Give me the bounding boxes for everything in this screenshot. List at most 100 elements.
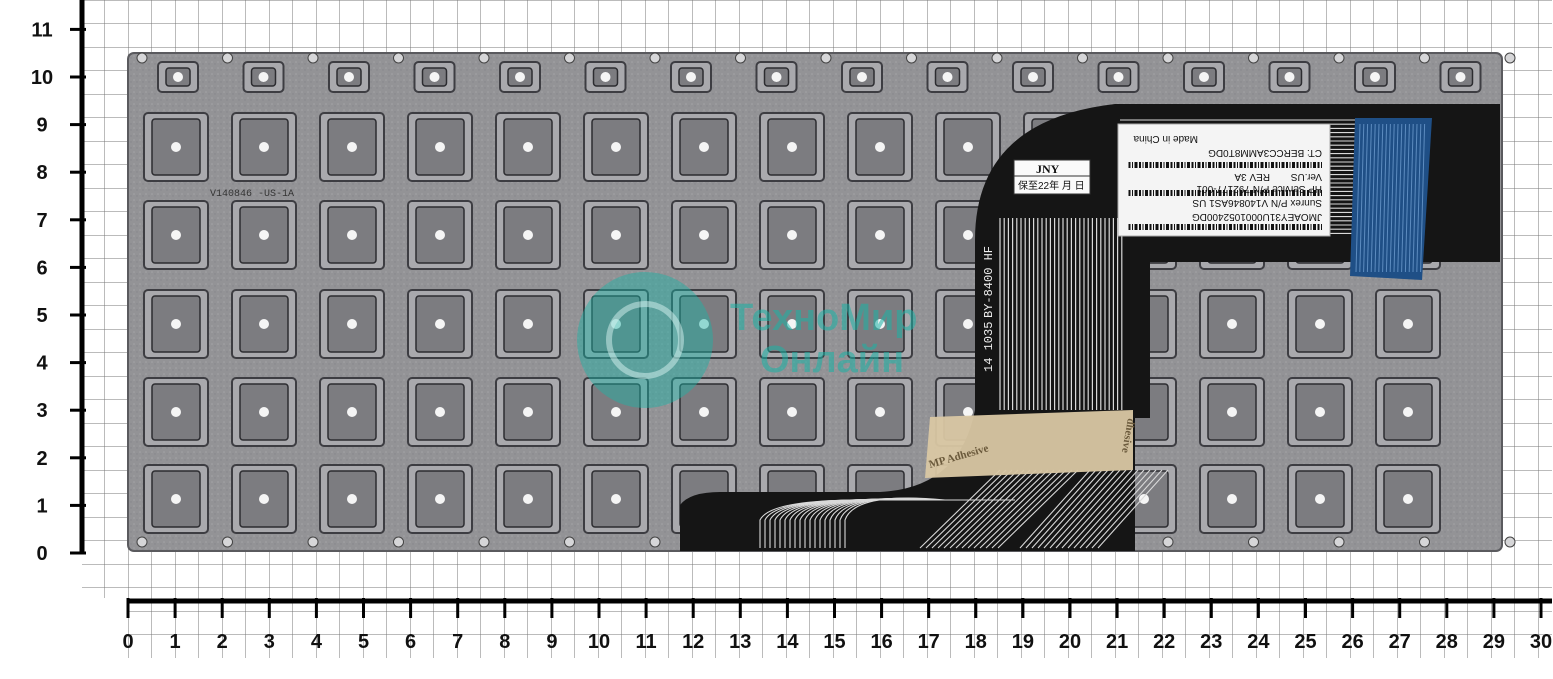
key-mount: [407, 200, 473, 270]
key-mount: [847, 200, 913, 270]
cable-connector: [1350, 118, 1432, 280]
watermark-line-1: ТехноМир: [730, 297, 917, 339]
key-mount: [1268, 61, 1311, 93]
screw-hole: [1077, 52, 1088, 64]
key-mount: [1287, 464, 1353, 534]
x-tick-label: 14: [776, 631, 799, 653]
key-mount: [413, 61, 456, 93]
x-tick-label: 30: [1530, 631, 1552, 653]
screw-hole: [564, 536, 575, 548]
key-mount: [495, 464, 561, 534]
screw-hole: [1333, 536, 1345, 548]
key-mount: [319, 464, 385, 534]
x-tick-label: 25: [1294, 631, 1316, 653]
x-tick-label: 18: [965, 631, 987, 653]
key-mount: [1199, 289, 1265, 359]
y-tick-label: 3: [36, 400, 47, 422]
screw-hole: [222, 536, 233, 548]
key-mount: [231, 464, 297, 534]
x-tick-label: 13: [729, 631, 751, 653]
key-mount: [495, 200, 561, 270]
x-tick-label: 29: [1483, 631, 1505, 653]
key-mount: [759, 112, 825, 182]
label-line-2: Sunrex P/N V140846AS1 US: [1192, 197, 1322, 208]
key-mount: [231, 112, 297, 182]
product-label-sticker: JMOAEY31U0001052400DG Sunrex P/N V140846…: [1117, 123, 1331, 237]
key-mount: [407, 464, 473, 534]
y-tick-label: 6: [36, 257, 47, 279]
key-mount: [1375, 377, 1441, 447]
x-tick-label: 2: [217, 631, 228, 653]
key-mount: [1199, 464, 1265, 534]
x-tick-label: 20: [1059, 631, 1081, 653]
x-tick-label: 17: [918, 631, 940, 653]
y-tick-label: 10: [31, 67, 53, 89]
key-mount: [319, 112, 385, 182]
key-mount: [759, 200, 825, 270]
key-mount: [847, 289, 913, 359]
y-tick-label: 5: [36, 305, 47, 327]
screw-hole: [1248, 536, 1259, 548]
key-mount: [1375, 464, 1441, 534]
key-mount: [671, 377, 737, 447]
key-mount: [671, 289, 737, 359]
key-mount: [1199, 377, 1265, 447]
screw-hole: [393, 536, 404, 548]
key-mount: [1287, 289, 1353, 359]
x-tick-label: 1: [170, 631, 181, 653]
screw-hole: [1419, 52, 1430, 64]
x-tick-label: 4: [311, 631, 323, 653]
y-tick-label: 2: [36, 448, 47, 470]
x-tick-label: 12: [682, 631, 704, 653]
key-mount: [143, 377, 209, 447]
key-mount: [407, 289, 473, 359]
key-mount: [759, 289, 825, 359]
x-tick-label: 3: [264, 631, 275, 653]
screw-hole: [136, 52, 148, 64]
key-mount: [157, 61, 199, 93]
key-mount: [584, 61, 627, 93]
x-tick-label: 9: [546, 631, 557, 653]
y-tick-label: 8: [36, 162, 47, 184]
screw-hole: [1248, 52, 1259, 64]
key-mount: [495, 289, 561, 359]
screw-hole: [649, 536, 661, 548]
key-mount: [935, 112, 1001, 182]
key-mount: [755, 61, 798, 93]
x-tick-label: 26: [1341, 631, 1363, 653]
x-tick-label: 27: [1389, 631, 1411, 653]
label-line-3: HP Service P/N 792177-001: [1196, 183, 1322, 194]
x-tick-label: 24: [1247, 631, 1270, 653]
y-tick-label: 1: [36, 495, 47, 517]
barcode-stripes: [1128, 162, 1322, 230]
y-tick-label: 7: [36, 210, 47, 232]
screw-hole: [1333, 52, 1345, 64]
key-mount: [143, 200, 209, 270]
label-line-5: REV 3A: [1234, 171, 1270, 182]
screw-hole: [564, 52, 575, 64]
key-mount: [143, 464, 209, 534]
x-tick-label: 28: [1436, 631, 1458, 653]
screw-hole: [478, 52, 490, 64]
plate-model-print: V140846 -US-1A: [210, 189, 294, 200]
screw-hole: [136, 536, 148, 548]
gear-icon: [577, 272, 713, 408]
screw-hole: [1162, 536, 1174, 548]
label-line-4: Ver.US: [1291, 171, 1322, 182]
key-mount: [319, 200, 385, 270]
watermark-line-2: Онлайн: [760, 339, 904, 381]
x-tick-label: 10: [588, 631, 610, 653]
key-mount: [143, 112, 209, 182]
x-tick-label: 8: [499, 631, 510, 653]
key-mount: [1354, 61, 1396, 93]
key-mount: [231, 200, 297, 270]
key-mount: [583, 377, 649, 447]
key-mount: [1012, 61, 1054, 93]
key-mount: [583, 112, 649, 182]
key-mount: [143, 289, 209, 359]
x-tick-label: 6: [405, 631, 416, 653]
y-tick-label: 11: [31, 19, 52, 41]
key-mount: [926, 61, 969, 93]
